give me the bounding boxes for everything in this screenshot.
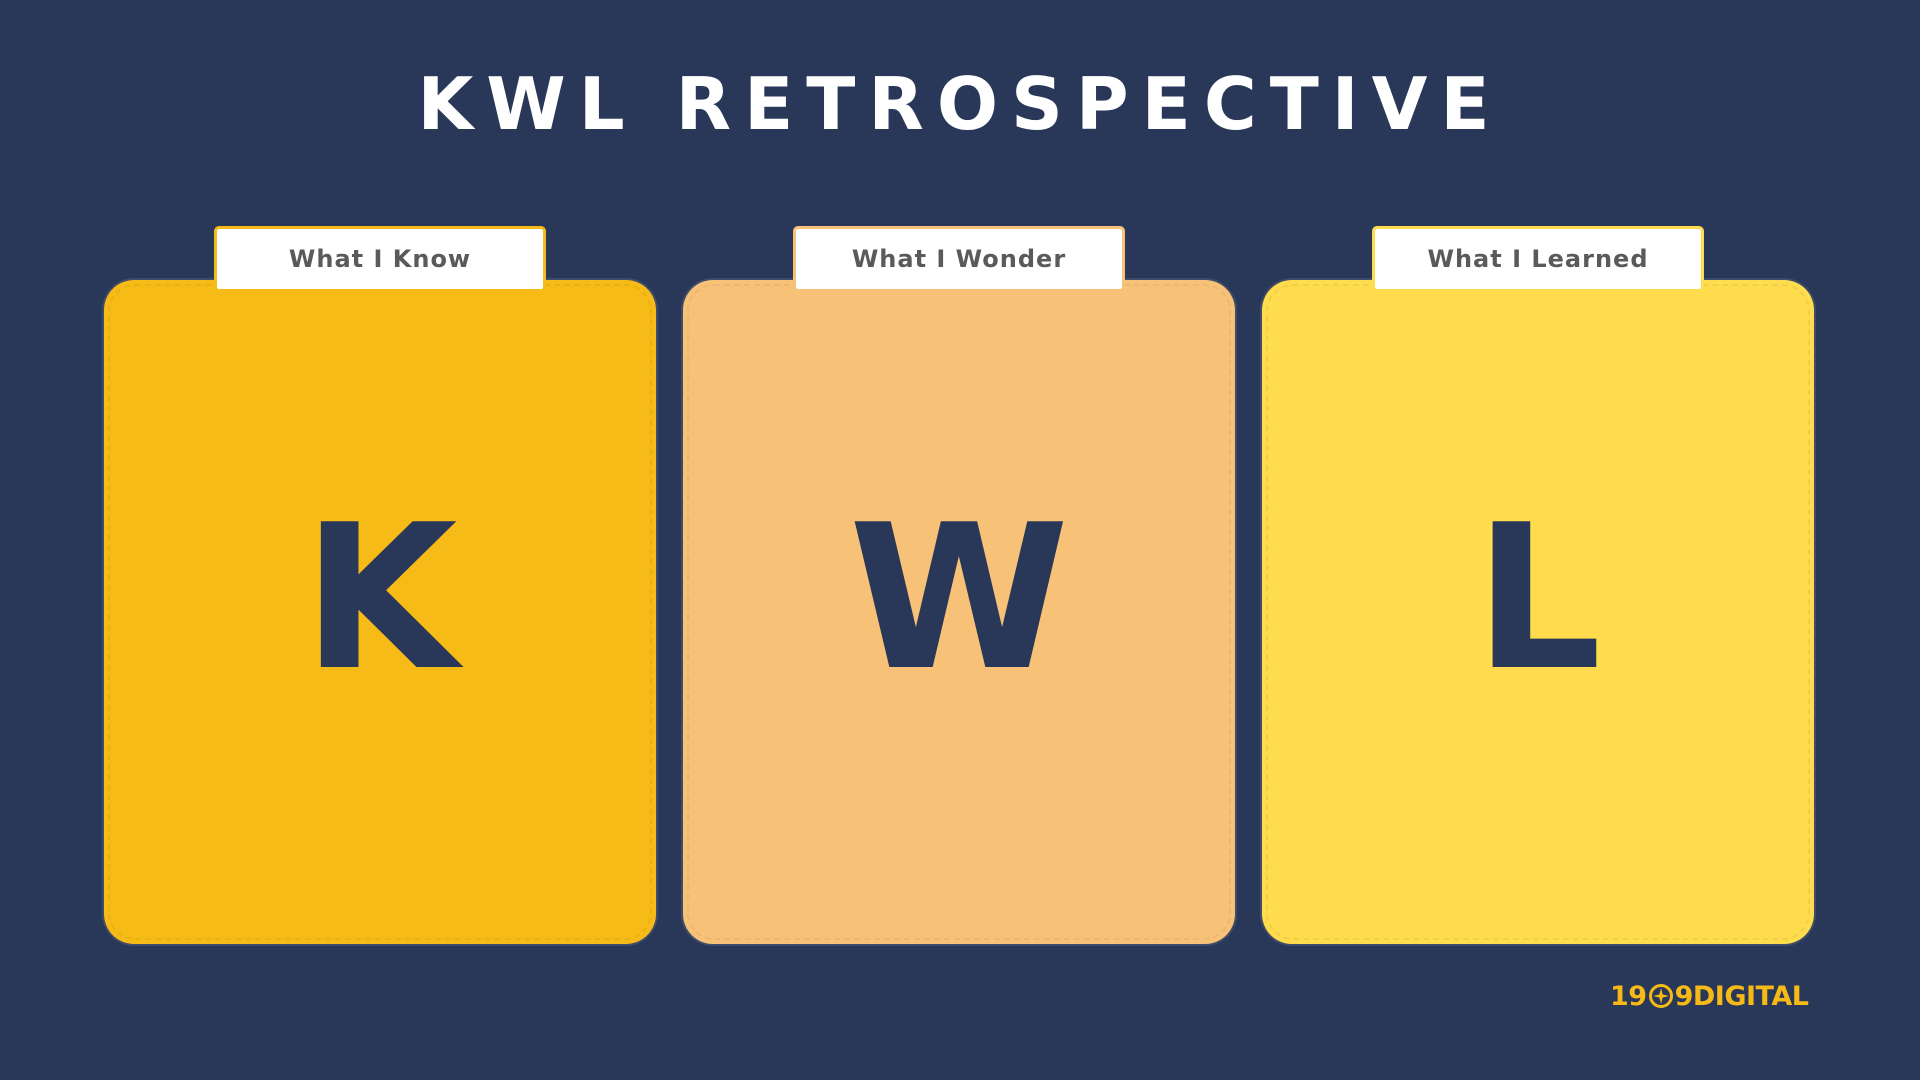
column-learned: What I Learned L <box>1262 224 1814 944</box>
compass-icon <box>1648 984 1673 1008</box>
logo-text-suffix: 9DIGITAL <box>1674 980 1809 1012</box>
card-letter-l: L <box>1474 482 1602 715</box>
card-learned: L <box>1262 280 1814 944</box>
column-wonder: What I Wonder W <box>683 224 1235 944</box>
tab-what-i-know: What I Know <box>214 226 546 292</box>
tab-what-i-learned: What I Learned <box>1372 226 1704 292</box>
logo-text-prefix: 19 <box>1610 980 1647 1012</box>
column-know: What I Know K <box>104 224 656 944</box>
tab-what-i-wonder: What I Wonder <box>793 226 1125 292</box>
card-wonder: W <box>683 280 1235 944</box>
card-letter-w: W <box>848 482 1070 715</box>
page-title: KWL RETROSPECTIVE <box>417 62 1503 146</box>
card-letter-k: K <box>302 482 458 715</box>
brand-logo: 19 9DIGITAL <box>1610 976 1809 1016</box>
card-know: K <box>104 280 656 944</box>
